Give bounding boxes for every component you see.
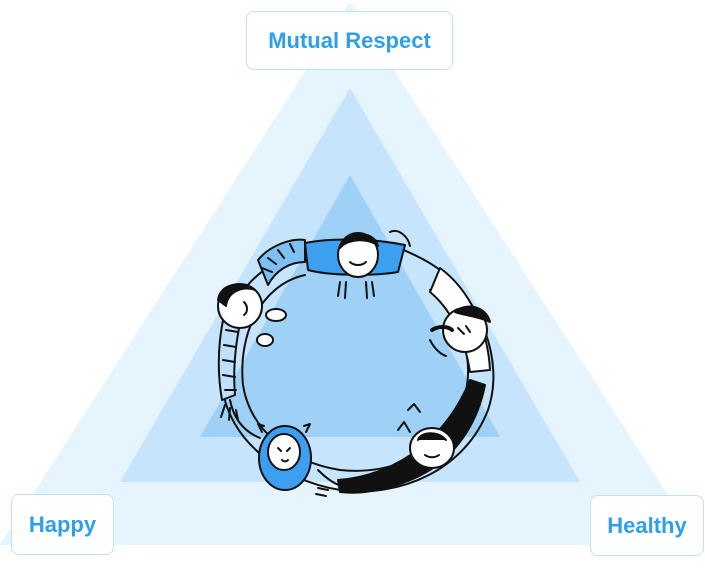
label-healthy: Healthy [590, 495, 704, 556]
label-happy: Happy [11, 494, 114, 555]
label-mutual-respect-text: Mutual Respect [268, 27, 431, 53]
label-mutual-respect: Mutual Respect [246, 11, 453, 70]
label-healthy-text: Healthy [607, 512, 687, 538]
inner-triangle [200, 175, 500, 437]
people-circle-illustration [217, 230, 495, 497]
label-happy-text: Happy [28, 511, 97, 537]
